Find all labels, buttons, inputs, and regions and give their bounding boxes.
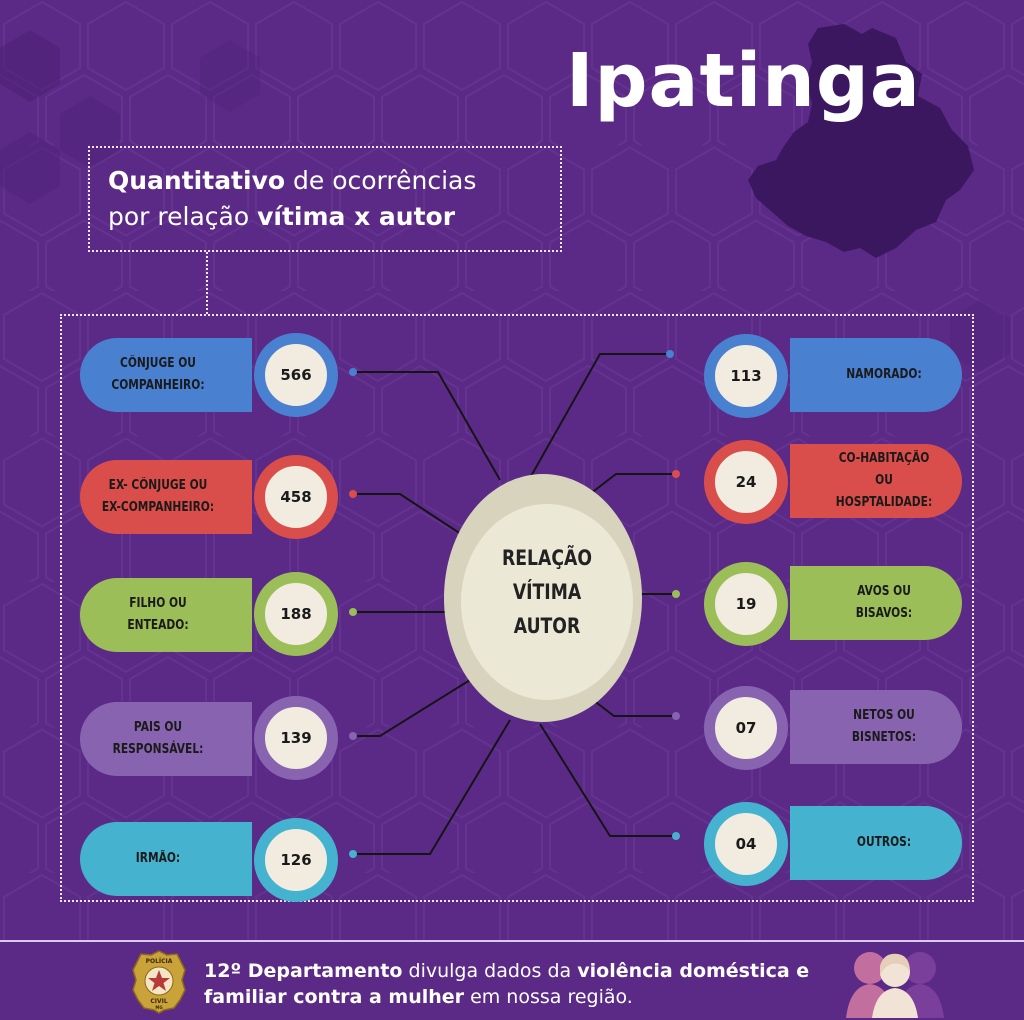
footer-line-1: 12º Departamento divulga dados da violên…	[204, 960, 810, 982]
dot-ex-conjuge	[349, 490, 357, 498]
dot-cohabitacao	[672, 470, 680, 478]
svg-text:POLÍCIA: POLÍCIA	[146, 957, 173, 965]
dot-irmao	[349, 850, 357, 858]
pill-pais: PAIS OU RESPONSÁVEL:	[80, 702, 252, 776]
center-ellipse-inner	[461, 504, 633, 700]
pill-cohabitacao: CO-HABITAÇÃO OU HOSPTALIDADE:	[790, 444, 962, 518]
title-line-1: Quantitativo de ocorrências	[108, 166, 477, 195]
connector-outros	[539, 723, 676, 837]
dot-pais	[349, 732, 357, 740]
footer-line-2: familiar contra a mulher em nossa região…	[204, 986, 633, 1008]
women-silhouettes-icon	[846, 952, 944, 1018]
value-cohabitacao: 24	[704, 440, 788, 524]
connector-conjuge	[353, 371, 501, 481]
dot-namorado	[666, 350, 674, 358]
police-badge-icon: POLÍCIA CIVIL MG	[132, 950, 186, 1014]
title-line-2: por relação vítima x autor	[108, 202, 456, 231]
pill-namorado: NAMORADO:	[790, 338, 962, 412]
label-cohabitacao: CO-HABITAÇÃO OU HOSPTALIDADE:	[835, 451, 933, 510]
label-filho: FILHO OU ENTEADO:	[127, 596, 189, 633]
label-ex-conjuge: EX- CÔNJUGE OU EX-COMPANHEIRO:	[101, 478, 215, 515]
center-label: RELAÇÃO VÍTIMA AUTOR	[502, 546, 592, 638]
svg-text:MG: MG	[155, 1005, 162, 1010]
label-avos: AVOS OU BISAVOS:	[855, 584, 913, 621]
value-namorado: 113	[704, 334, 788, 418]
title-box: Quantitativo de ocorrências por relação …	[88, 146, 562, 252]
label-irmao: IRMÃO:	[135, 851, 181, 866]
label-outros: OUTROS:	[856, 835, 912, 850]
pill-netos: NETOS OU BISNETOS:	[790, 690, 962, 764]
pill-conjuge: CÔNJUGE OU COMPANHEIRO:	[80, 338, 252, 412]
pill-ex-conjuge: EX- CÔNJUGE OU EX-COMPANHEIRO:	[80, 460, 252, 534]
value-avos: 19	[704, 562, 788, 646]
dotted-connector	[206, 252, 208, 314]
ipatinga-map-shape	[748, 24, 974, 258]
connector-cohabitacao	[589, 473, 676, 495]
pill-filho: FILHO OU ENTEADO:	[80, 578, 252, 652]
city-title: Ipatinga	[566, 38, 921, 124]
value-filho: 188	[254, 572, 338, 656]
label-conjuge: CÔNJUGE OU COMPANHEIRO:	[111, 356, 205, 393]
label-pais: PAIS OU RESPONSÁVEL:	[112, 720, 204, 757]
connector-irmao	[353, 719, 511, 855]
value-ex-conjuge: 458	[254, 455, 338, 539]
value-outros: 04	[704, 802, 788, 886]
dot-avos	[672, 590, 680, 598]
relation-chart-frame	[60, 314, 974, 902]
value-irmao: 126	[254, 818, 338, 902]
label-netos: NETOS OU BISNETOS:	[851, 708, 917, 745]
value-conjuge: 566	[254, 333, 338, 417]
connector-ex-conjuge	[353, 493, 471, 541]
pill-avos: AVOS OU BISAVOS:	[790, 566, 962, 640]
connector-namorado	[529, 353, 670, 479]
pill-irmao: IRMÃO:	[80, 822, 252, 896]
dot-filho	[349, 608, 357, 616]
pill-outros: OUTROS:	[790, 806, 962, 880]
dot-netos	[672, 712, 680, 720]
dot-outros	[672, 832, 680, 840]
value-netos: 07	[704, 686, 788, 770]
dot-conjuge	[349, 368, 357, 376]
footer-divider	[0, 940, 1024, 942]
svg-text:CIVIL: CIVIL	[150, 998, 168, 1005]
label-namorado: NAMORADO:	[846, 367, 922, 382]
value-pais: 139	[254, 696, 338, 780]
connector-pais	[353, 679, 471, 737]
